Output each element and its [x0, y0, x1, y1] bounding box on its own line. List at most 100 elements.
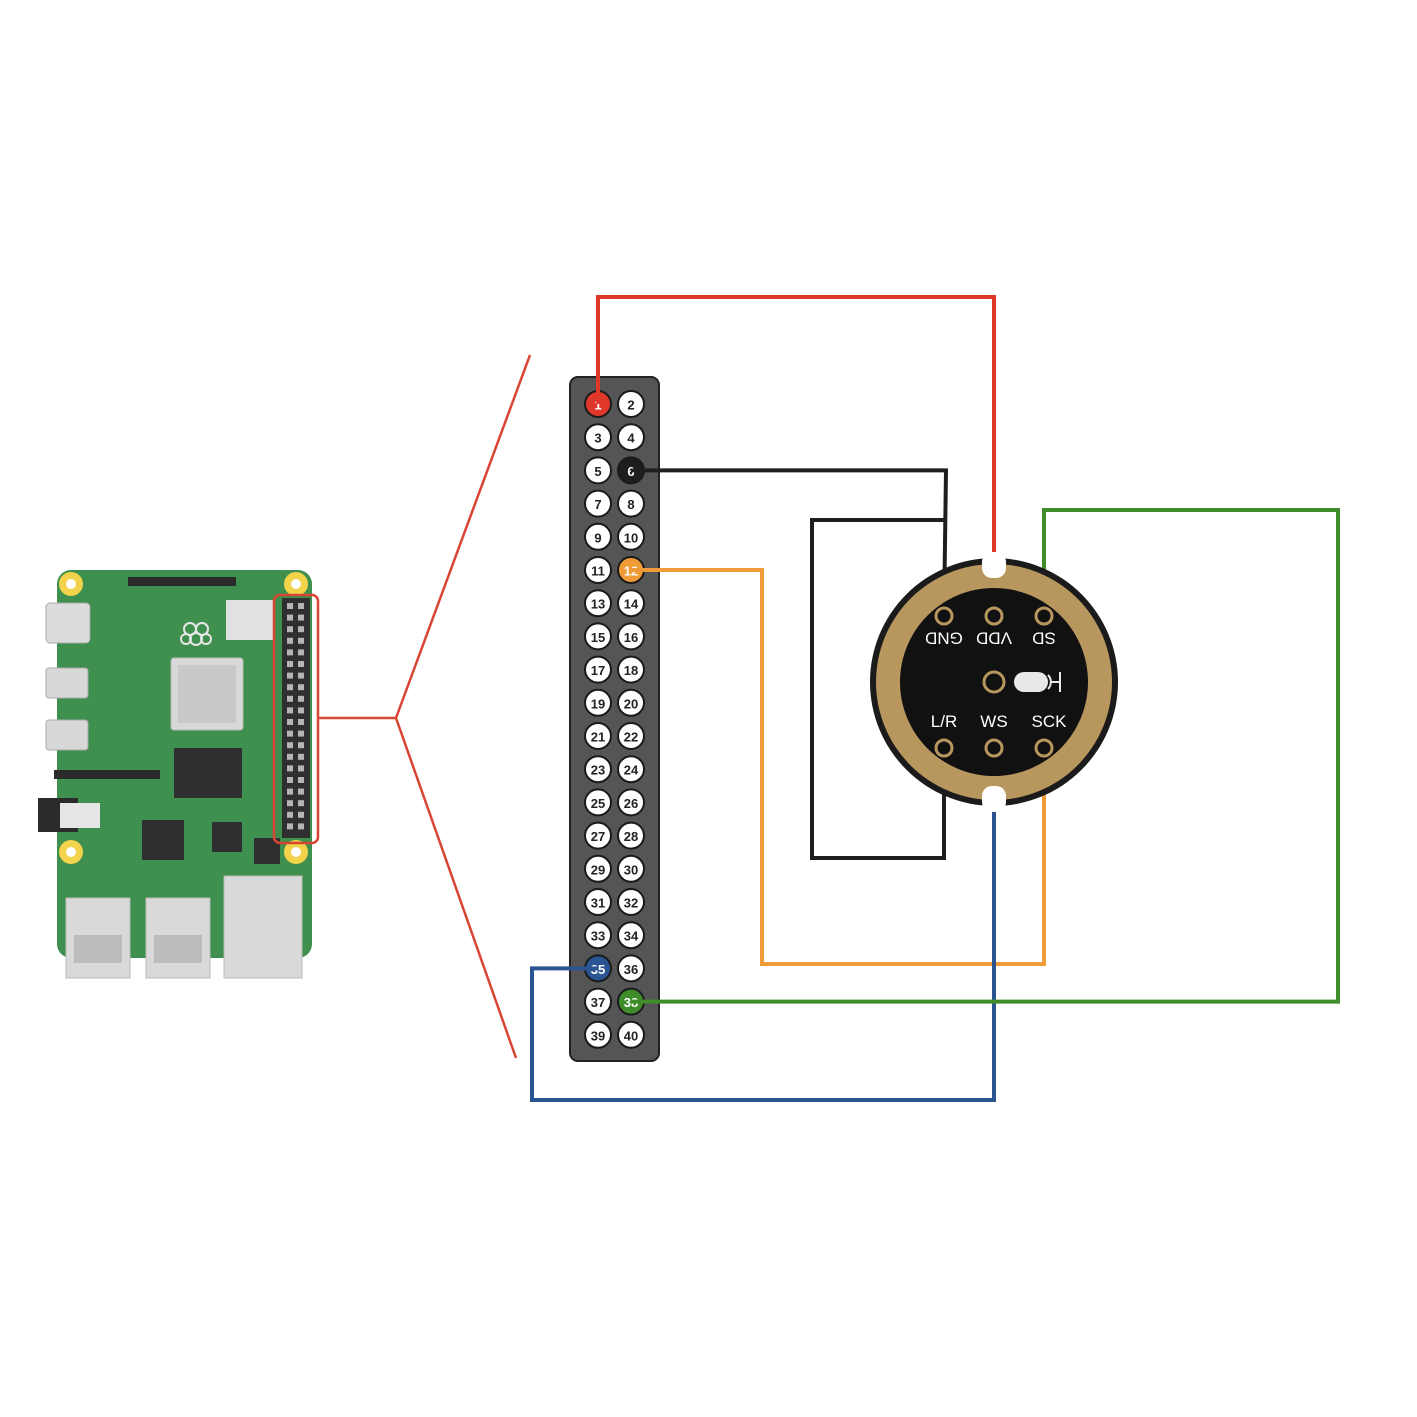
gpio-pin-2: 2: [617, 390, 645, 418]
board-pin: [298, 695, 304, 702]
gpio-pin-label: 29: [591, 862, 605, 877]
sck-wire: [631, 568, 1046, 966]
board-pin: [287, 672, 293, 679]
gpio-pin-21: 21: [584, 722, 612, 750]
gpio-pin-label: 32: [624, 896, 638, 911]
gpio-pin-26: 26: [617, 788, 645, 817]
board-pin: [287, 637, 293, 644]
raspberry-logo-icon: [180, 622, 212, 646]
gpio-pin-label: 17: [591, 663, 605, 678]
board-pin: [287, 614, 293, 621]
board-pin: [287, 719, 293, 725]
board-pin: [298, 811, 304, 818]
center-hole: [982, 670, 1006, 694]
sd-wire: [631, 508, 1340, 1004]
board-pin: [287, 823, 293, 830]
wifi-module: [226, 600, 274, 640]
board-pin: [287, 811, 293, 818]
gpio-pin-18: 18: [617, 655, 645, 684]
mic-notch-top: [982, 552, 1006, 578]
gpio-pin-label: 27: [591, 829, 605, 844]
gpio-pin-16: 16: [617, 622, 645, 651]
raspberry-pi-board: [38, 570, 320, 979]
label-sck: SCK: [1032, 712, 1068, 731]
board-pin: [298, 730, 304, 737]
label-vdd: VDD: [976, 629, 1012, 648]
gpio-pin-36: 36: [617, 954, 645, 983]
gpio-pin-label: 13: [591, 597, 605, 612]
gpio-pin-label: 18: [624, 663, 638, 678]
board-pin: [298, 637, 304, 644]
gpio-pin-label: 19: [591, 696, 605, 711]
board-pin: [298, 672, 304, 679]
gpio-pin-7: 7: [584, 489, 612, 518]
gpio-pin-33: 33: [584, 921, 612, 950]
pad-lr: [934, 738, 954, 758]
gpio-pin-label: 3: [594, 431, 601, 446]
label-lr: L/R: [931, 712, 957, 731]
hdmi-port-1: [45, 667, 89, 699]
gpio-pin-label: 4: [627, 431, 635, 446]
gpio-pin-label: 5: [594, 464, 601, 479]
board-pin: [287, 742, 293, 749]
gpio-pin-label: 34: [624, 929, 639, 944]
board-pin: [287, 695, 293, 702]
board-pin: [298, 603, 304, 609]
gpio-pin-label: 15: [591, 630, 605, 645]
gpio-pin-label: 36: [624, 962, 638, 977]
gpio-pin-27: 27: [584, 821, 612, 850]
gpio-pin-label: 16: [624, 630, 638, 645]
pad-sd: [1034, 606, 1054, 626]
ram-chip: [174, 748, 242, 798]
label-sd: SD: [1032, 629, 1056, 648]
gpio-pin-label: 11: [591, 564, 605, 579]
mic-board: [900, 588, 1088, 776]
pad-vdd: [984, 606, 1004, 626]
board-pin: [287, 765, 293, 772]
gpio-pin-22: 22: [617, 722, 645, 750]
gpio-pin-label: 28: [624, 829, 638, 844]
board-pin: [287, 649, 293, 656]
gpio-pin-19: 19: [584, 688, 612, 717]
gpio-pin-25: 25: [584, 788, 612, 817]
board-pin: [287, 684, 293, 691]
gpio-pin-label: 24: [624, 763, 639, 778]
pad-ws: [984, 738, 1004, 758]
gpio-pin-39: 39: [584, 1020, 612, 1049]
gpio-pin-label: 25: [591, 796, 605, 811]
microphone-icon: [1014, 672, 1061, 692]
gpio-pin-15: 15: [584, 622, 612, 651]
board-pin: [298, 626, 304, 633]
board-pin: [298, 614, 304, 621]
board-pin: [298, 684, 304, 691]
gpio-pin-11: 11: [584, 556, 612, 584]
board-pin: [298, 719, 304, 725]
gpio-pin-label: 37: [591, 995, 605, 1010]
board-pin: [287, 603, 293, 609]
gpio-pin-4: 4: [617, 423, 645, 452]
zoom-callout: [318, 354, 532, 1059]
gpio-pin-3: 3: [584, 423, 612, 452]
ethernet-port: [223, 875, 303, 979]
camera-connector: [54, 770, 160, 779]
gpio-pin-17: 17: [584, 655, 612, 684]
gpio-pin-34: 34: [617, 921, 645, 950]
board-pin: [287, 707, 293, 714]
gpio-pin-label: 9: [594, 530, 601, 545]
gpio-pin-20: 20: [617, 688, 645, 717]
gpio-pin-label: 20: [624, 696, 638, 711]
gpio-pin-label: 40: [624, 1028, 638, 1043]
gpio-pin-label: 26: [624, 796, 638, 811]
gpio-pin-label: 1: [594, 398, 601, 413]
board-pin: [298, 777, 304, 783]
gpio-pin-10: 10: [617, 522, 645, 551]
gpio-pin-label: 39: [591, 1028, 605, 1043]
board-pin: [287, 753, 293, 760]
wires: [530, 295, 1340, 1102]
gpio-pin-23: 23: [584, 755, 612, 784]
label-gnd: GND: [925, 629, 963, 648]
gpio-pin-28: 28: [617, 821, 645, 850]
board-pin: [298, 649, 304, 656]
gpio-pin-label: 33: [591, 929, 605, 944]
